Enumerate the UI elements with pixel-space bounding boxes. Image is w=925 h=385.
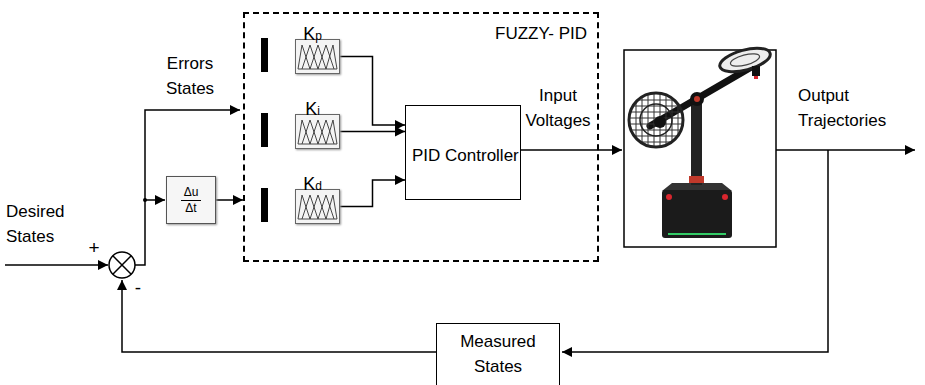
- error-branch-wire: [145, 199, 165, 201]
- sign-label: +: [86, 234, 102, 262]
- label-holder: Errors States: [148, 52, 232, 101]
- signal-connector: [340, 57, 405, 126]
- fraction-denominator: Δt: [182, 201, 199, 216]
- fraction-numerator: Δu: [181, 185, 202, 201]
- membership-curve: [302, 195, 318, 219]
- fuzzy-pid-group: FUZZY- PIDKpKiKdPID Controller: [243, 12, 599, 262]
- signal-connector: [340, 180, 405, 207]
- process-box: PID Controller: [405, 105, 521, 200]
- gain-label: Kp: [296, 16, 339, 44]
- process-box: Measured States: [436, 323, 560, 385]
- robot-illustration: [624, 44, 776, 247]
- signal-label: Input Voltages: [521, 84, 595, 133]
- signal-label: Output Trajectories: [798, 84, 910, 133]
- sign-label: -: [130, 274, 146, 302]
- signal-connector: [216, 199, 243, 201]
- signal-label: Errors States: [148, 52, 232, 101]
- fuzzy-gain-block: Kd: [295, 189, 340, 224]
- membership-curve: [326, 120, 337, 144]
- membership-curve: [298, 120, 310, 144]
- input-voltage-wire: [517, 149, 622, 151]
- box-label: PID Controller: [412, 136, 514, 169]
- label-holder: -: [130, 274, 146, 302]
- membership-curve: [326, 195, 337, 219]
- signal-label: Desired States: [6, 200, 80, 249]
- output-wire: [776, 149, 915, 151]
- branch-dot: [143, 198, 147, 202]
- gain-label: Ki: [296, 91, 339, 119]
- desired-signal-wire: [5, 264, 108, 266]
- membership-curve: [298, 144, 337, 145]
- membership-curve: [302, 120, 318, 144]
- membership-functions: [296, 190, 339, 223]
- mux-bars: [261, 38, 268, 222]
- fuzzy-gain-block: Ki: [295, 114, 340, 149]
- membership-curve: [310, 195, 326, 219]
- membership-curve: [310, 45, 326, 69]
- membership-functions: [296, 40, 339, 73]
- feedback-return-wire: [122, 280, 436, 352]
- fuzzy-gain-block: Kp: [295, 39, 340, 74]
- label-holder: Input Voltages: [521, 84, 595, 133]
- gain-label: Kd: [296, 166, 339, 194]
- feedback-wire: [562, 150, 828, 352]
- membership-functions: [296, 115, 339, 148]
- membership-curve: [298, 219, 337, 220]
- membership-curve: [298, 45, 310, 69]
- derivative-block: ΔuΔt: [166, 176, 216, 224]
- membership-curve: [298, 195, 310, 219]
- membership-curve: [310, 120, 326, 144]
- label-holder: Desired States: [6, 200, 80, 249]
- membership-curve: [326, 45, 337, 69]
- error-signal-wire: [135, 110, 240, 265]
- signal-connector: [340, 131, 405, 133]
- label-holder: Output Trajectories: [798, 84, 910, 133]
- label-holder: +: [86, 234, 102, 262]
- membership-curve: [298, 69, 337, 70]
- box-label: Measured States: [452, 330, 544, 379]
- summing-junction: [109, 252, 135, 278]
- membership-curve: [302, 45, 318, 69]
